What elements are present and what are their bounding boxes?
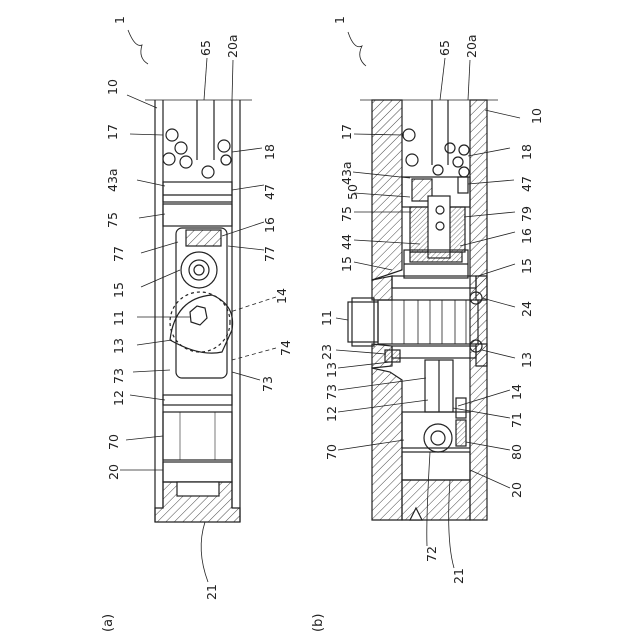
label-b-47: 47 <box>519 176 534 192</box>
label-a-10: 10 <box>105 79 120 95</box>
label-a-17: 17 <box>105 124 120 140</box>
label-b-73: 73 <box>324 384 339 400</box>
label-a-14: 14 <box>274 288 289 304</box>
label-b-18: 18 <box>519 144 534 160</box>
label-a-13: 13 <box>111 338 126 354</box>
label-b-12: 12 <box>324 406 339 422</box>
label-b-75: 75 <box>339 206 354 222</box>
label-b-79: 79 <box>519 206 534 222</box>
label-b-43a: 43a <box>339 161 354 185</box>
label-a-74: 74 <box>278 340 293 356</box>
label-b-20: 20 <box>509 482 524 498</box>
panel-label-b: (b) <box>311 614 326 632</box>
panel-b-labels: 1 65 20a 10 17 18 43a 47 50 79 75 44 16 … <box>311 16 544 632</box>
label-a-75: 75 <box>105 212 120 228</box>
label-a-77-left: 77 <box>111 246 126 262</box>
label-a-15: 15 <box>111 282 126 298</box>
label-a-47: 47 <box>262 184 277 200</box>
label-b-13-right: 13 <box>519 352 534 368</box>
label-a-73-left: 73 <box>111 368 126 384</box>
panel-b-drawing <box>336 32 520 568</box>
spring-coils-b <box>403 129 469 177</box>
label-b-44: 44 <box>339 234 354 250</box>
label-a-65: 65 <box>198 40 213 56</box>
label-a-77-right: 77 <box>262 246 277 262</box>
panel-label-a: (a) <box>101 614 116 632</box>
label-b-65: 65 <box>437 40 452 56</box>
label-a-11: 11 <box>111 310 126 326</box>
label-b-50: 50 <box>345 184 360 200</box>
label-b-71: 71 <box>509 412 524 428</box>
label-a-1: 1 <box>112 16 127 24</box>
label-b-70: 70 <box>324 444 339 460</box>
label-b-11: 11 <box>319 310 334 326</box>
label-b-1: 1 <box>332 16 347 24</box>
label-b-15-left: 15 <box>339 256 354 272</box>
label-a-20: 20 <box>106 464 121 480</box>
label-a-20a: 20a <box>225 34 240 58</box>
label-a-43a: 43a <box>105 168 120 192</box>
label-b-20a: 20a <box>464 34 479 58</box>
label-a-73-right: 73 <box>260 376 275 392</box>
panel-a-drawing <box>120 30 276 582</box>
label-b-14: 14 <box>509 384 524 400</box>
label-a-16: 16 <box>262 217 277 233</box>
label-b-17: 17 <box>339 124 354 140</box>
label-a-12: 12 <box>111 390 126 406</box>
label-b-10: 10 <box>529 108 544 124</box>
label-b-16: 16 <box>519 228 534 244</box>
label-b-24: 24 <box>519 301 534 317</box>
label-a-18: 18 <box>262 144 277 160</box>
label-b-72: 72 <box>424 546 439 562</box>
label-b-15-right: 15 <box>519 258 534 274</box>
label-a-21: 21 <box>204 584 219 600</box>
label-b-80: 80 <box>509 444 524 460</box>
label-b-23: 23 <box>319 344 334 360</box>
label-b-13-left: 13 <box>324 362 339 378</box>
label-a-70: 70 <box>106 434 121 450</box>
label-b-21: 21 <box>451 568 466 584</box>
